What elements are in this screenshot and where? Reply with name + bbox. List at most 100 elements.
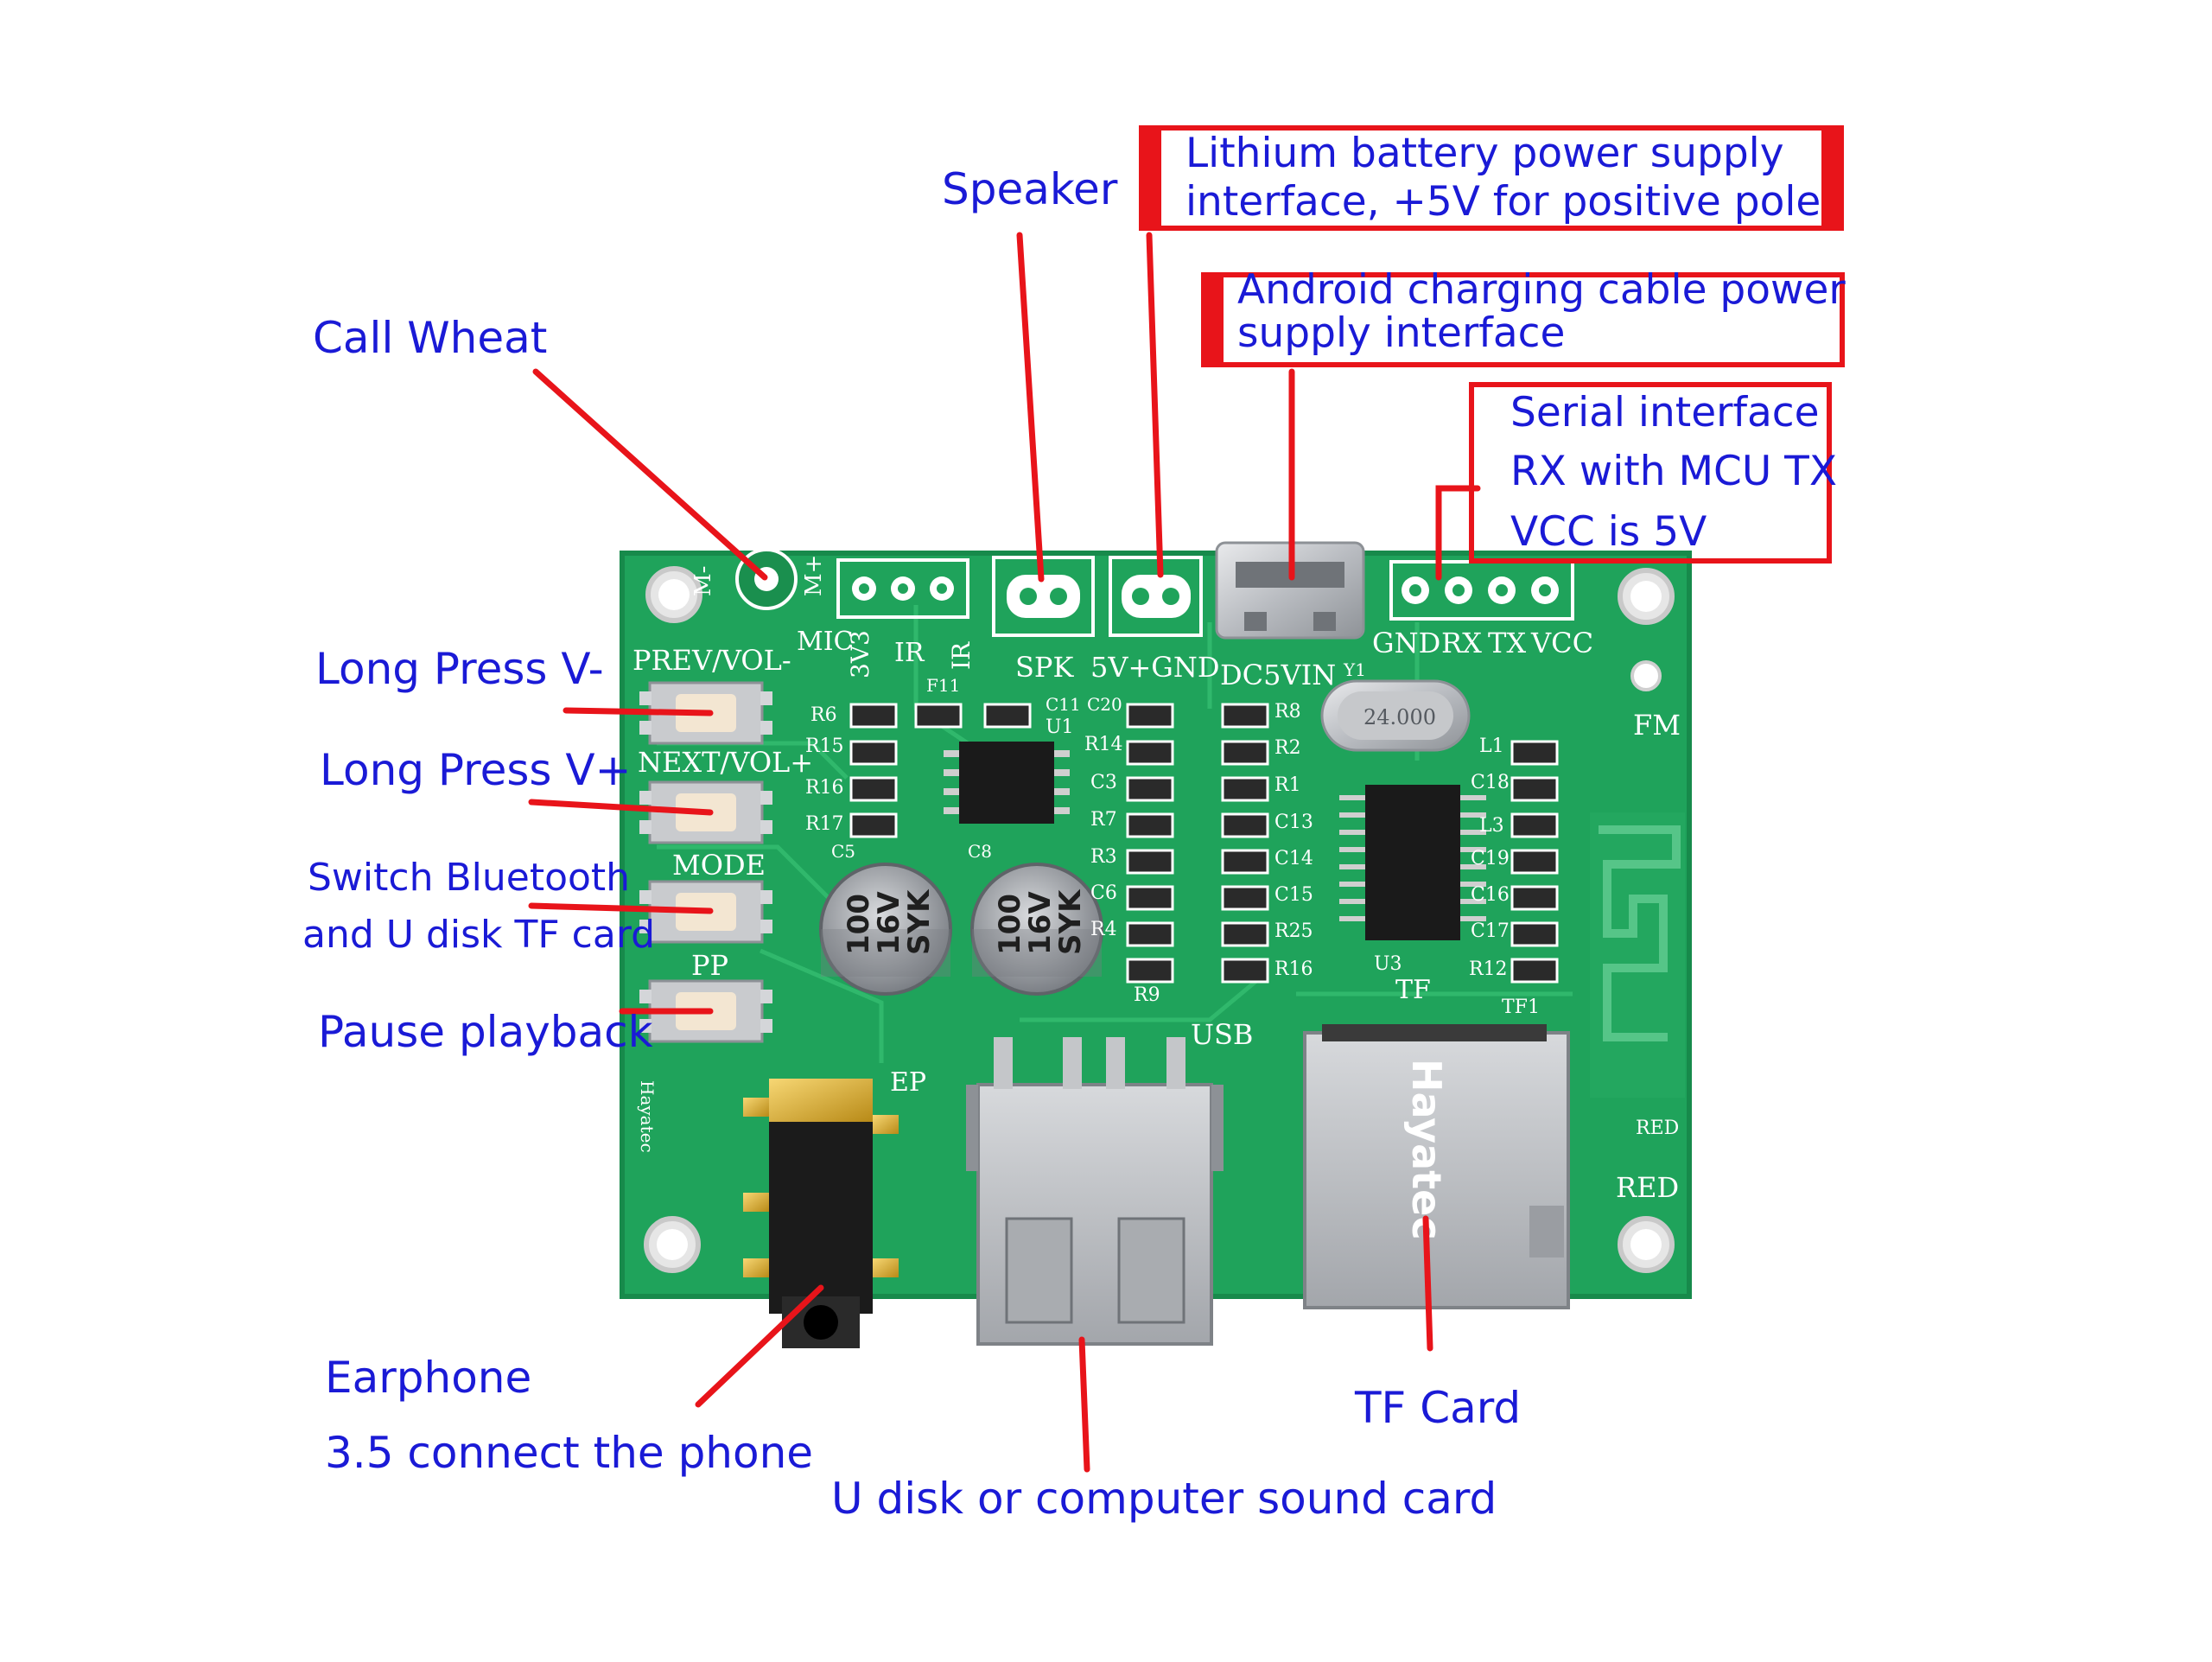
- silk-rx: RX: [1441, 627, 1482, 659]
- silk-u3: U3: [1374, 953, 1402, 975]
- silk-tf1: TF1: [1502, 997, 1540, 1018]
- silk-y1: Y1: [1343, 659, 1366, 680]
- silk-red2: RED: [1616, 1171, 1679, 1204]
- smd-components: [849, 703, 1559, 1168]
- android-callout-bar: [1201, 272, 1224, 367]
- silk-mic-plus: M+: [801, 555, 827, 596]
- silk-dc5vin: DC5VIN: [1220, 659, 1336, 691]
- line-switch: [528, 902, 714, 914]
- silk-3v3: 3V3: [846, 630, 874, 678]
- silk-ep: EP: [890, 1067, 926, 1098]
- silk-r2: R2: [1274, 737, 1301, 759]
- line-udisk: [1078, 1336, 1090, 1473]
- lithium-callout-bar: [1139, 125, 1161, 231]
- label-earphone-line1: Earphone: [325, 1353, 532, 1403]
- silk-brand-vertical: Hayatec: [1403, 1059, 1450, 1240]
- callout-lines: [528, 232, 1481, 1473]
- silk-vcc: VCC: [1530, 627, 1593, 659]
- silk-r9: R9: [1134, 984, 1160, 1006]
- silk-5v-gnd: 5V+GND: [1090, 651, 1220, 684]
- capacitor-left: [819, 863, 952, 996]
- capacitor-right: [970, 863, 1103, 996]
- silk-c18: C18: [1471, 772, 1510, 793]
- cap2-line1: 100: [993, 894, 1027, 955]
- header-serial: [1389, 560, 1574, 621]
- silk-mic: MIC: [797, 627, 854, 657]
- silkscreen-labels: M- M+ MIC 3V3 IR IR SPK 5V+GND DC5VIN GN…: [632, 555, 1681, 1240]
- silk-ir2: IR: [947, 641, 976, 670]
- silk-r8: R8: [1274, 701, 1301, 723]
- silk-c19: C19: [1471, 848, 1510, 869]
- silk-crystal: 24.000: [1363, 705, 1436, 729]
- silk-ir: IR: [894, 638, 925, 668]
- label-long-press-vplus: Long Press V+: [320, 745, 632, 795]
- label-serial-line2: RX with MCU TX: [1510, 448, 1838, 495]
- line-earphone: [695, 1284, 824, 1408]
- silk-spk: SPK: [1015, 651, 1074, 684]
- silk-r14: R14: [1084, 734, 1123, 755]
- label-call-wheat: Call Wheat: [313, 313, 548, 363]
- silk-c14: C14: [1274, 848, 1313, 869]
- cap1-line2: 16V: [872, 891, 906, 955]
- silk-red1: RED: [1636, 1118, 1679, 1139]
- tf-card-slot: [1303, 1024, 1570, 1309]
- label-udisk: U disk or computer sound card: [831, 1474, 1497, 1524]
- silk-u1: U1: [1046, 716, 1074, 738]
- silk-c11: C11: [1046, 694, 1081, 715]
- label-serial-line3: VCC is 5V: [1510, 508, 1707, 556]
- line-tf-card: [1422, 1215, 1433, 1352]
- cap1-line1: 100: [842, 894, 876, 955]
- silk-brand-small: Hayatec: [637, 1080, 658, 1153]
- header-5v-gnd: [1109, 556, 1203, 637]
- crystal-oscillator: [1320, 679, 1471, 752]
- ic-u1: [944, 742, 1070, 824]
- header-speaker: [992, 556, 1095, 637]
- line-long-press-vminus: [563, 707, 714, 716]
- label-lithium-line1: Lithium battery power supply: [1185, 130, 1784, 177]
- silk-r12: R12: [1469, 958, 1508, 980]
- label-android-line1: Android charging cable power: [1237, 266, 1846, 314]
- silk-c15: C15: [1274, 884, 1313, 906]
- silk-r16b: R16: [1274, 958, 1313, 980]
- silk-r16: R16: [805, 777, 844, 799]
- label-tf-card: TF Card: [1355, 1383, 1522, 1433]
- mounting-holes: [644, 566, 1675, 1273]
- label-speaker: Speaker: [942, 164, 1118, 214]
- silk-pp: PP: [691, 949, 728, 982]
- line-long-press-vplus: [528, 799, 714, 816]
- silk-r25: R25: [1274, 920, 1313, 942]
- cap1-line3: SYK: [902, 888, 937, 955]
- silk-fm: FM: [1633, 709, 1681, 742]
- label-serial-line1: Serial interface: [1510, 389, 1820, 436]
- silk-c8: C8: [968, 841, 992, 862]
- silk-r7: R7: [1090, 809, 1117, 831]
- silk-tx: TX: [1488, 627, 1526, 659]
- silk-c6: C6: [1090, 882, 1117, 904]
- silk-c16: C16: [1471, 884, 1510, 906]
- ic-u3: [1339, 785, 1486, 940]
- silk-c3: C3: [1090, 772, 1117, 793]
- silk-l1: L1: [1479, 735, 1504, 757]
- label-pause: Pause playback: [318, 1007, 653, 1057]
- silk-mic-minus: M-: [690, 566, 716, 596]
- header-ir: [836, 558, 969, 619]
- silk-c20: C20: [1087, 694, 1122, 715]
- silk-r15: R15: [805, 735, 844, 757]
- lithium-callout-bar-right: [1821, 125, 1844, 231]
- capacitor-markings: 100 16V SYK 100 16V SYK: [842, 888, 1088, 955]
- silk-c17: C17: [1471, 920, 1510, 942]
- silk-usb: USB: [1191, 1018, 1253, 1051]
- silk-gnd: GND: [1372, 627, 1440, 659]
- silk-f11: F11: [926, 675, 960, 696]
- label-long-press-vminus: Long Press V-: [315, 644, 604, 694]
- line-call-wheat: [532, 368, 768, 581]
- silk-r4: R4: [1090, 919, 1117, 940]
- silk-tf: TF: [1395, 975, 1431, 1005]
- silk-next-vol: NEXT/VOL+: [638, 746, 813, 779]
- usb-a-port: [966, 1037, 1224, 1346]
- pcb-antenna: [1599, 825, 1681, 1041]
- micro-usb-port: [1215, 541, 1365, 640]
- line-lithium: [1146, 232, 1164, 578]
- silk-prev-vol: PREV/VOL-: [632, 644, 791, 677]
